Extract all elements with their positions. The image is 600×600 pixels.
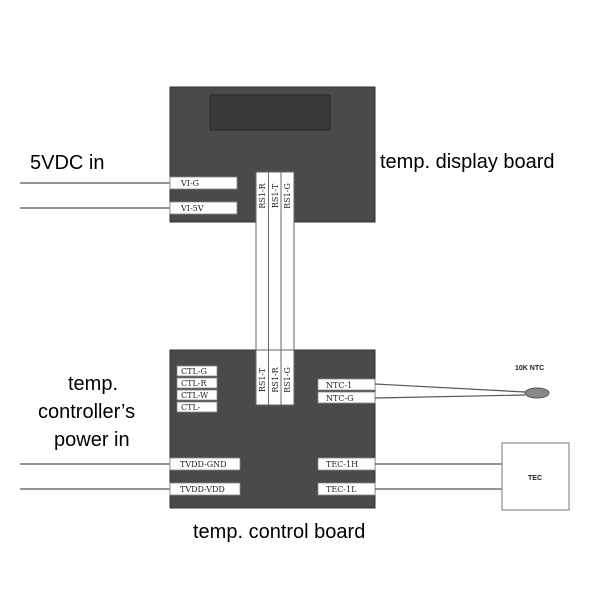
pin-ntc-1: NTC-1: [317, 378, 376, 391]
pin-tec-1l: TEC-1L: [317, 482, 376, 496]
ntc-label: 10K NTC: [515, 365, 544, 372]
svg-text:VI-5V: VI-5V: [180, 204, 204, 213]
display-screen: [209, 94, 331, 131]
control-link-pin-2: RS1-R: [271, 366, 280, 392]
wire-ntc-g: [374, 394, 526, 399]
svg-text:TEC-1L: TEC-1L: [326, 485, 357, 494]
display-link-pin-2: RS1-T: [271, 183, 280, 208]
tec-module: [501, 442, 570, 511]
svg-text:VI-G: VI-G: [180, 179, 199, 188]
svg-text:CTL-R: CTL-R: [181, 379, 207, 388]
ntc-probe: [524, 387, 550, 399]
svg-text:NTC-1: NTC-1: [326, 381, 352, 390]
pin-tvdd-gnd: TVDD-GND: [169, 457, 241, 471]
pin-tec-1h: TEC-1H: [317, 457, 376, 471]
tec-label: TEC: [528, 475, 542, 482]
ctl-pins: CTL-G CTL-R CTL-W CTL-: [176, 365, 218, 413]
controller-power-label-1: temp.: [68, 373, 118, 395]
vdc-in-label: 5VDC in: [30, 152, 104, 174]
pin-vi-g: VI-G: [169, 176, 238, 190]
pin-ntc-g: NTC-G: [317, 391, 376, 404]
pin-tvdd-vdd: TVDD-VDD: [169, 482, 241, 496]
controller-power-label-3: power in: [54, 429, 130, 451]
svg-text:TEC-1H: TEC-1H: [326, 460, 358, 469]
rs-link-cable: [255, 171, 295, 383]
pin-vi-5v: VI-5V: [169, 201, 238, 215]
display-link-pin-1: RS1-R: [258, 182, 267, 208]
svg-text:CTL-: CTL-: [181, 403, 201, 412]
svg-text:TVDD-VDD: TVDD-VDD: [180, 485, 225, 494]
control-link-pin-3: RS1-G: [283, 367, 292, 393]
svg-text:CTL-G: CTL-G: [181, 367, 207, 376]
rs-link-cable-lower: [255, 349, 295, 406]
svg-text:TVDD-GND: TVDD-GND: [180, 460, 227, 469]
display-board-label: temp. display board: [380, 151, 555, 173]
svg-text:NTC-G: NTC-G: [326, 394, 354, 403]
svg-text:CTL-W: CTL-W: [181, 391, 209, 400]
wire-ntc-1: [374, 383, 526, 393]
display-link-pin-3: RS1-G: [283, 183, 292, 209]
controller-power-label-2: controller’s: [38, 401, 135, 423]
control-link-pin-1: RS1-T: [258, 367, 267, 392]
control-board-label: temp. control board: [193, 521, 365, 543]
